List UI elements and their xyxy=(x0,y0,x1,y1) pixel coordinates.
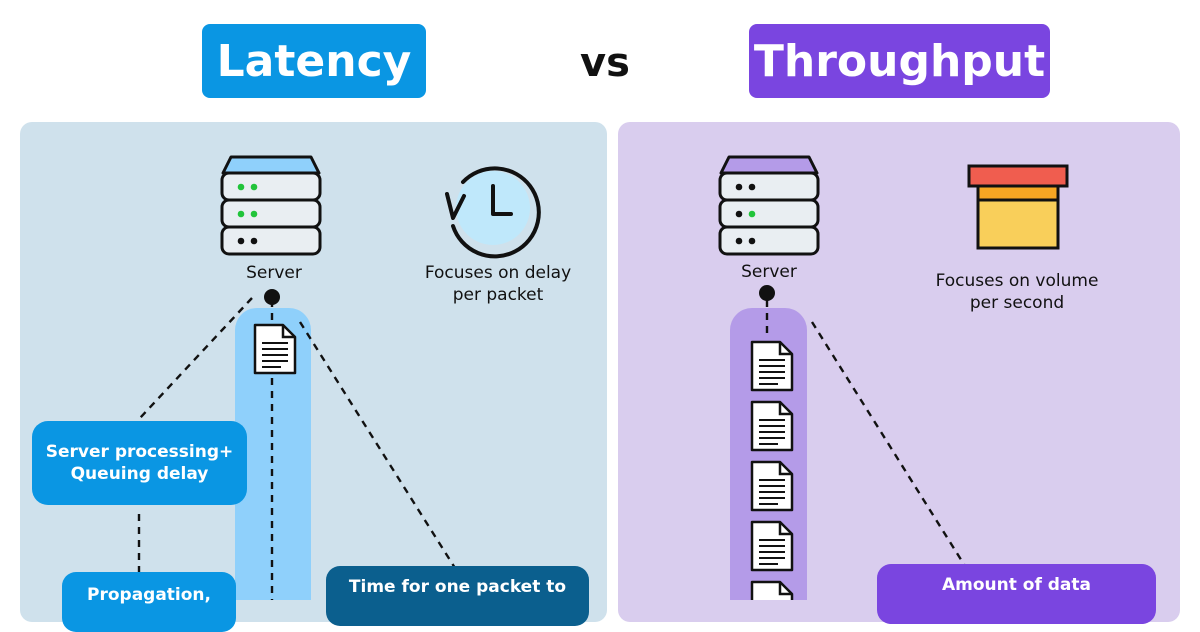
vs-label: vs xyxy=(580,40,630,86)
server-processing-box: Server processing+ Queuing delay xyxy=(32,421,247,505)
latency-focus-text: Focuses on delay per packet xyxy=(424,263,572,305)
throughput-line-amount xyxy=(810,321,967,567)
document-icon xyxy=(750,580,794,600)
document-icon xyxy=(750,400,794,452)
document-icon xyxy=(253,323,297,375)
throughput-node-dot xyxy=(759,285,775,301)
time-per-packet-box: Time for one packet to xyxy=(326,566,589,626)
document-icon xyxy=(750,520,794,572)
clock-icon xyxy=(445,166,541,259)
document-icon xyxy=(750,340,794,392)
throughput-server-label: Server xyxy=(741,262,797,282)
throughput-panel xyxy=(618,122,1180,622)
latency-title: Latency xyxy=(202,24,426,98)
server-icon xyxy=(220,155,322,256)
amount-of-data-box: Amount of data xyxy=(877,564,1156,624)
latency-line-processing xyxy=(139,297,253,419)
diagram-graphics xyxy=(137,155,1069,600)
latency-server-label: Server xyxy=(246,263,302,283)
server-icon xyxy=(718,155,820,256)
propagation-box: Propagation, xyxy=(62,572,236,632)
document-icon xyxy=(750,460,794,512)
box-icon xyxy=(967,164,1069,250)
latency-node-dot xyxy=(264,289,280,305)
throughput-title: Throughput xyxy=(749,24,1050,98)
latency-packet-stream xyxy=(235,308,311,600)
latency-line-time xyxy=(298,321,457,569)
throughput-focus-text: Focuses on volume per second xyxy=(935,271,1099,313)
